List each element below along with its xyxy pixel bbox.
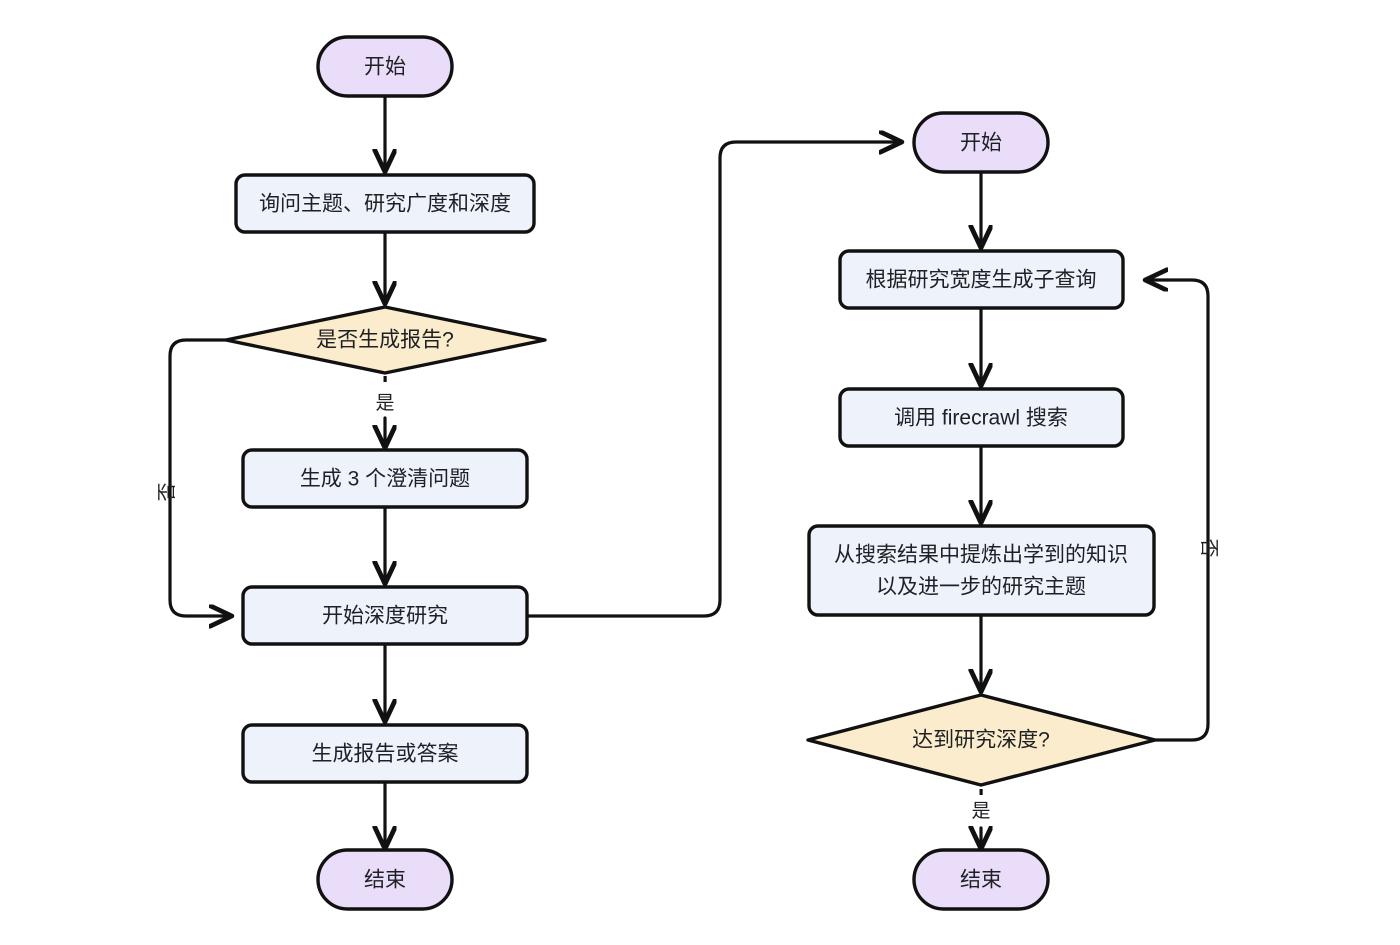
- node-end[interactable]: 结束: [316, 848, 454, 911]
- edges-sub-flow: [979, 170, 1210, 845]
- node-research-depth-decision[interactable]: 达到研究深度?: [806, 693, 1157, 787]
- node-extract-learnings-label-line1: 从搜索结果中提炼出学到的知识: [834, 544, 1128, 567]
- edge-yes-tick-right: [979, 789, 983, 795]
- node-subflow-end[interactable]: 结束: [912, 848, 1050, 911]
- node-extract-learnings-label-line2: 以及进一步的研究主题: [876, 576, 1086, 599]
- edge-depthdecision-no-loop: [1149, 280, 1210, 742]
- node-start-label: 开始: [364, 56, 406, 79]
- node-generate-subqueries-label: 根据研究宽度生成子查询: [866, 269, 1097, 292]
- node-generate-report-decision[interactable]: 是否生成报告?: [224, 305, 547, 375]
- edge-label-left-no: 否: [157, 482, 178, 501]
- node-generate-questions[interactable]: 生成 3 个澄清问题: [241, 448, 529, 509]
- node-firecrawl-search-label: 调用 firecrawl 搜索: [894, 407, 1068, 430]
- node-firecrawl-search[interactable]: 调用 firecrawl 搜索: [838, 387, 1125, 448]
- edge-yes-tick-left: [383, 376, 387, 382]
- node-start-deep-research[interactable]: 开始深度研究: [241, 585, 529, 646]
- node-generate-subqueries[interactable]: 根据研究宽度生成子查询: [838, 249, 1125, 310]
- node-extract-learnings[interactable]: 从搜索结果中提炼出学到的知识 以及进一步的研究主题: [807, 524, 1156, 617]
- node-generate-report-decision-label: 是否生成报告?: [316, 329, 454, 352]
- node-ask-topic[interactable]: 询问主题、研究广度和深度: [234, 173, 536, 234]
- node-generate-report-label: 生成报告或答案: [312, 743, 459, 766]
- node-start[interactable]: 开始: [316, 35, 454, 98]
- edge-label-right-no: 否: [1198, 538, 1219, 557]
- node-subflow-end-label: 结束: [960, 869, 1002, 892]
- edge-deepresearch-to-subflow-start: [527, 142, 898, 618]
- node-end-label: 结束: [364, 869, 406, 892]
- node-subflow-start[interactable]: 开始: [912, 111, 1050, 174]
- node-subflow-start-label: 开始: [960, 132, 1002, 155]
- node-start-deep-research-label: 开始深度研究: [322, 605, 448, 628]
- node-research-depth-decision-label: 达到研究深度?: [912, 729, 1050, 752]
- edges-main-flow: [168, 94, 898, 845]
- edge-label-left-yes: 是: [375, 393, 394, 414]
- edge-labels: 是 否 是 否: [157, 393, 1219, 822]
- edge-label-right-yes: 是: [971, 801, 990, 822]
- node-generate-questions-label: 生成 3 个澄清问题: [300, 468, 470, 491]
- node-generate-report[interactable]: 生成报告或答案: [241, 723, 529, 784]
- edge-decision-no-to-deepresearch: [168, 338, 228, 616]
- node-ask-topic-label: 询问主题、研究广度和深度: [259, 193, 511, 216]
